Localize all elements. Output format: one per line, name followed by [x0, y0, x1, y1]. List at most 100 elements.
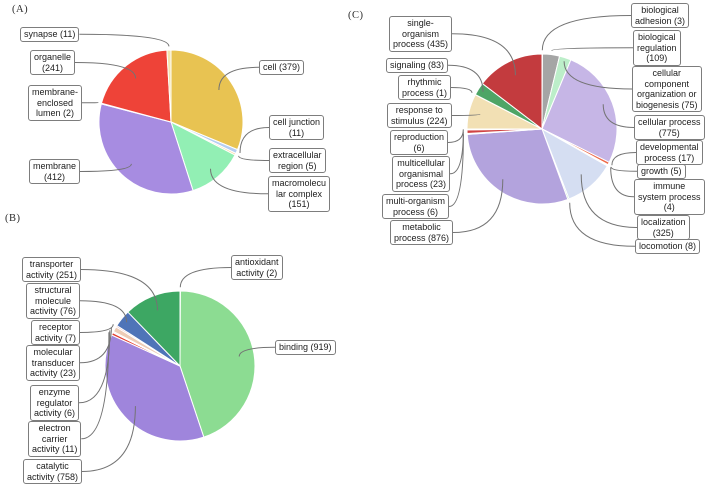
leader-line-growth [610, 166, 638, 172]
slice-label-line: transporter [29, 259, 74, 269]
slice-label-line: (775) [658, 127, 680, 138]
slice-label-line: (109) [646, 53, 668, 63]
slice-label-line: stimulus (224) [391, 115, 448, 126]
slice-label-line: (4) [663, 202, 675, 212]
slice-label-line: antioxidant [235, 257, 279, 267]
slice-label-cellular-process: cellular process(775) [634, 115, 705, 140]
slice-label-line: organismal [399, 168, 444, 179]
slice-label-line: process (23) [396, 179, 447, 189]
pie-slice-metabolic-process [466, 128, 569, 205]
slice-label-binding: binding (919) [275, 340, 336, 355]
slice-label-line: organelle [34, 52, 72, 62]
slice-label-line: biological [641, 5, 679, 15]
slice-label-line: organization or [637, 89, 697, 99]
panel-label-c: (C) [348, 10, 364, 21]
slice-label-line: process (1) [402, 87, 448, 98]
leader-line-cellular-process [602, 104, 635, 128]
slice-label-line: process (6) [393, 206, 439, 217]
slice-label-line: regulation [637, 42, 677, 53]
leader-line-developmental-process [611, 152, 637, 166]
slice-label-line: growth (5) [641, 166, 682, 176]
leader-line-rhythmic-process [450, 87, 473, 94]
slice-label-line: (6) [413, 142, 425, 153]
leader-line-membrane [79, 163, 132, 172]
slice-label-line: developmental [640, 142, 699, 152]
slice-label-line: biological [638, 32, 676, 42]
leader-line-cell-junction [239, 127, 270, 154]
leader-line-locomotion [569, 202, 636, 247]
leader-line-multi-organism-process [448, 134, 464, 207]
leader-line-binding [238, 346, 276, 357]
leader-line-metabolic-process [452, 179, 504, 233]
leader-line-molecular-transducer-activity [79, 327, 112, 364]
slice-label-line: multi-organism [386, 196, 446, 206]
slice-label-line: region (5) [278, 160, 317, 171]
slice-label-line: component [644, 78, 690, 89]
slice-label-line: structural [34, 285, 72, 295]
pie-slice-catalytic-activity [104, 334, 205, 442]
slice-label-organelle: organelle(241) [30, 50, 76, 75]
slice-label-line: cellular [652, 68, 682, 78]
slice-label-line: response to [395, 105, 443, 115]
pie-slice-single-organism-process [481, 53, 543, 131]
slice-label-line: carrier [41, 433, 68, 444]
slice-label-line: activity (76) [30, 306, 77, 316]
panel-label-a: (A) [12, 4, 29, 15]
leader-lines-layer [74, 15, 638, 472]
slice-label-growth: growth (5) [637, 164, 686, 179]
slice-label-line: regulator [36, 397, 73, 408]
slice-label-line: catalytic [36, 461, 69, 471]
leader-line-biological-adhesion [541, 15, 632, 51]
leader-line-response-to-stimulus [451, 113, 481, 116]
slice-label-line: activity (758) [27, 471, 79, 482]
slice-label-line: activity (7) [35, 332, 77, 343]
panel-label-b: (B) [5, 213, 21, 224]
slice-label-line: organism [402, 28, 440, 39]
slice-label-line: process (17) [644, 152, 695, 163]
pie-slice-cell [170, 49, 244, 151]
slice-label-line: activity (23) [30, 368, 77, 378]
slice-label-line: lumen (2) [36, 108, 75, 118]
slice-label-line: transducer [31, 357, 75, 368]
slice-label-localization: localization(325) [637, 215, 690, 240]
slice-label-line: (412) [44, 171, 66, 182]
leader-line-immune-system-process [610, 167, 635, 198]
slice-label-line: enzyme [38, 387, 71, 397]
leader-line-reproduction [447, 129, 464, 143]
slice-label-cell-junction: cell junction(11) [269, 115, 325, 140]
leader-line-signaling [447, 64, 484, 92]
slice-label-line: membrane [33, 161, 77, 171]
slice-label-line: enclosed [36, 97, 74, 108]
slice-label-locomotion: locomotion (8) [635, 239, 701, 254]
slice-label-line: biogenesis (75) [636, 99, 698, 110]
slice-label-membrane: membrane(412) [29, 159, 81, 184]
slice-label-line: cell (379) [263, 62, 301, 72]
slice-label-line: process (435) [393, 39, 449, 49]
slice-label-line: system process [638, 191, 701, 202]
slice-label-line: activity (11) [32, 444, 78, 454]
slice-label-reproduction: reproduction(6) [390, 130, 449, 155]
slice-label-line: cellular process [638, 117, 701, 127]
slice-label-line: synapse (11) [24, 29, 76, 39]
slice-label-line: extracellular [273, 150, 322, 160]
slice-label-line: immune [653, 181, 686, 191]
pie-slice-transporter-activity [127, 290, 181, 368]
slice-label-line: reproduction [394, 132, 445, 142]
